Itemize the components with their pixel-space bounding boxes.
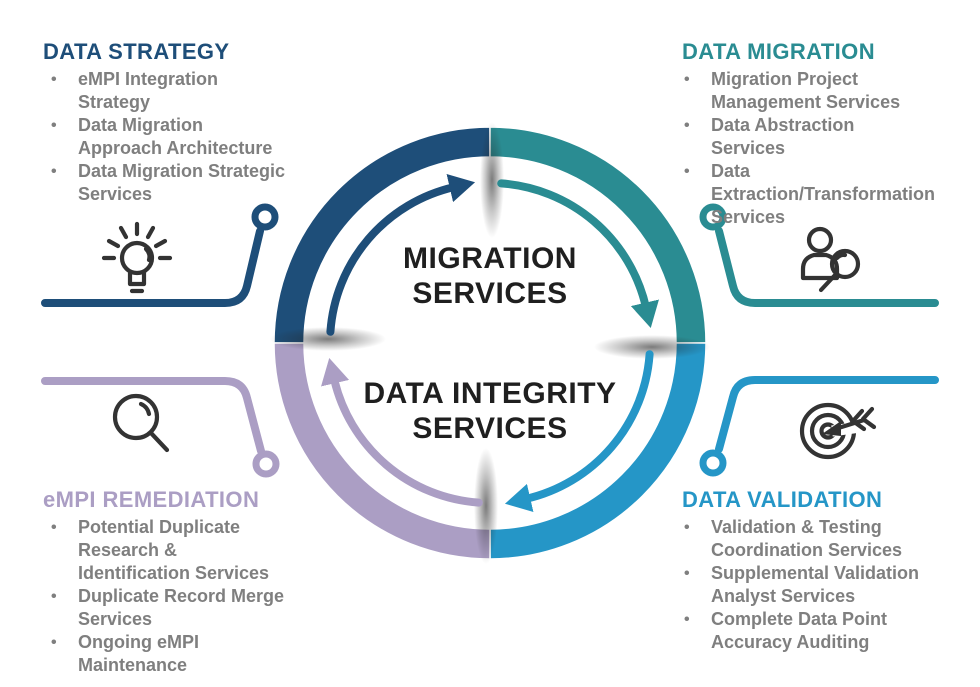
service-list-validation: Validation & Testing Coordination Servic… xyxy=(676,516,921,654)
service-list-strategy: eMPI Integration Strategy Data Migration… xyxy=(43,68,288,206)
quadrant-shadow-bottom xyxy=(474,448,498,564)
service-list-remediation: Potential Duplicate Research & Identific… xyxy=(43,516,288,677)
section-title-migration: DATA MIGRATION xyxy=(682,39,875,64)
section-title-remediation: eMPI REMEDIATION xyxy=(43,487,260,512)
quadrant-shadow-left xyxy=(270,327,386,351)
quadrant-shadow-right xyxy=(594,335,710,359)
cycle-arrow-strategy xyxy=(326,174,476,336)
service-list-migration: Migration Project Management Services Da… xyxy=(676,68,935,229)
section-data-validation: DATA VALIDATION Validation & Testing Coo… xyxy=(676,486,921,654)
connector-node-validation xyxy=(699,449,727,477)
service-item: Complete Data Point Accuracy Auditing xyxy=(676,608,921,654)
magnifier-icon xyxy=(112,393,170,453)
lightbulb-icon xyxy=(101,221,173,294)
connector-remediation xyxy=(41,377,265,455)
section-data-migration: DATA MIGRATION Migration Project Managem… xyxy=(676,38,935,229)
center-label-migration-services: MIGRATION SERVICES xyxy=(403,242,577,310)
service-item: Data Extraction/Transformation Services xyxy=(676,160,935,229)
service-item: Ongoing eMPI Maintenance xyxy=(43,631,288,677)
cycle-arrow-migration xyxy=(497,179,659,329)
service-item: Validation & Testing Coordination Servic… xyxy=(676,516,921,562)
service-item: Data Migration Approach Architecture xyxy=(43,114,288,160)
section-data-strategy: DATA STRATEGY eMPI Integration Strategy … xyxy=(43,38,288,206)
section-title-strategy: DATA STRATEGY xyxy=(43,39,230,64)
cycle-arrow-remediation xyxy=(321,357,483,507)
service-item: Data Abstraction Services xyxy=(676,114,921,160)
section-empi-remediation: eMPI REMEDIATION Potential Duplicate Res… xyxy=(43,486,288,677)
service-item: Potential Duplicate Research & Identific… xyxy=(43,516,288,585)
quadrant-shadow-top xyxy=(480,122,504,238)
connector-migration xyxy=(715,227,939,307)
service-item: Data Migration Strategic Services xyxy=(43,160,288,206)
section-title-validation: DATA VALIDATION xyxy=(682,487,883,512)
center-label-data-integrity-services: DATA INTEGRITY SERVICES xyxy=(363,377,617,445)
service-item: eMPI Integration Strategy xyxy=(43,68,288,114)
connector-validation xyxy=(715,376,939,453)
target-arrow-icon xyxy=(799,402,877,460)
connector-node-strategy xyxy=(251,203,279,231)
connector-strategy xyxy=(41,227,264,307)
person-search-icon xyxy=(800,226,861,293)
service-item: Migration Project Management Services xyxy=(676,68,921,114)
service-item: Duplicate Record Merge Services xyxy=(43,585,288,631)
cycle-arrow-validation xyxy=(504,350,654,512)
connector-node-remediation xyxy=(252,450,280,478)
service-item: Supplemental Validation Analyst Services xyxy=(676,562,921,608)
